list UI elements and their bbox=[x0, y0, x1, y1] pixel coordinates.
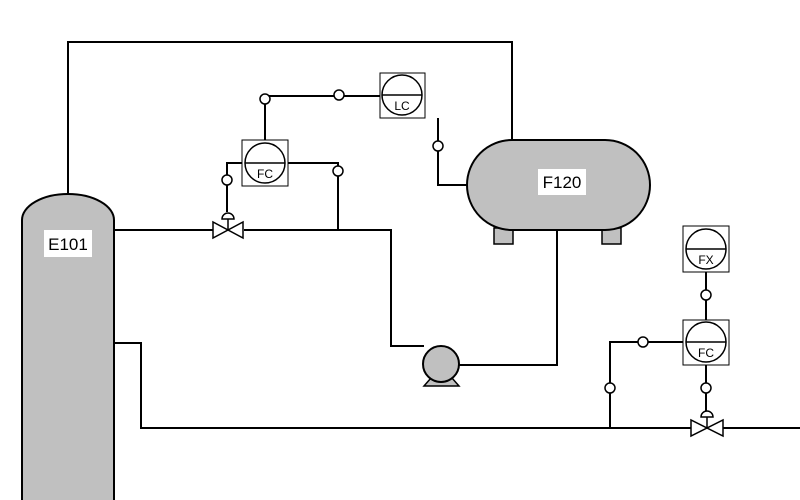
column-tag: E101 bbox=[48, 235, 88, 254]
drum-f120: F120 bbox=[466, 139, 651, 245]
drum-tag-bg bbox=[538, 169, 586, 195]
connector-node bbox=[700, 289, 712, 301]
valve-actuator-right bbox=[700, 410, 714, 418]
fc-right-flow-signal bbox=[609, 341, 683, 428]
instrument-fc-left: FC bbox=[241, 139, 289, 187]
instrument-fc-right: FC bbox=[682, 319, 730, 366]
connector-node bbox=[604, 382, 616, 394]
lc-level-signal bbox=[437, 118, 467, 186]
connector-node bbox=[700, 382, 712, 394]
fx-tag: FX bbox=[698, 253, 713, 267]
connector-node bbox=[259, 93, 271, 105]
column-bottoms-line bbox=[114, 342, 691, 429]
pump-casing bbox=[422, 345, 460, 383]
control-valve-right bbox=[690, 410, 724, 438]
lc-tag: LC bbox=[394, 99, 410, 113]
instrument-fx: FX bbox=[682, 225, 730, 273]
fc-right-tag: FC bbox=[698, 346, 714, 360]
connector-node bbox=[637, 336, 649, 348]
process-piping bbox=[67, 41, 800, 429]
connector-node bbox=[432, 140, 444, 152]
signal-connectors bbox=[221, 89, 712, 394]
column-body bbox=[21, 193, 115, 500]
connector-node bbox=[221, 174, 233, 186]
drum-tag: F120 bbox=[543, 173, 582, 192]
fc-left-tag: FC bbox=[257, 167, 273, 181]
drum-outlet-line bbox=[441, 230, 558, 366]
pump bbox=[422, 345, 461, 387]
connector-node bbox=[333, 89, 345, 101]
column-e101: E101 bbox=[21, 193, 115, 500]
fc-left-flow-signal bbox=[288, 162, 339, 230]
fc-left-valve-signal bbox=[226, 162, 242, 212]
connector-node bbox=[332, 165, 344, 177]
lc-output-signal bbox=[264, 95, 380, 140]
instrument-lc: LC bbox=[379, 72, 426, 119]
signal-lines bbox=[226, 95, 707, 428]
column-tag-bg bbox=[44, 230, 92, 257]
control-valve-left bbox=[212, 212, 244, 240]
side-draw-downstream-line bbox=[244, 229, 424, 347]
overhead-vapor-line bbox=[67, 41, 513, 195]
valve-actuator-left bbox=[221, 212, 235, 220]
